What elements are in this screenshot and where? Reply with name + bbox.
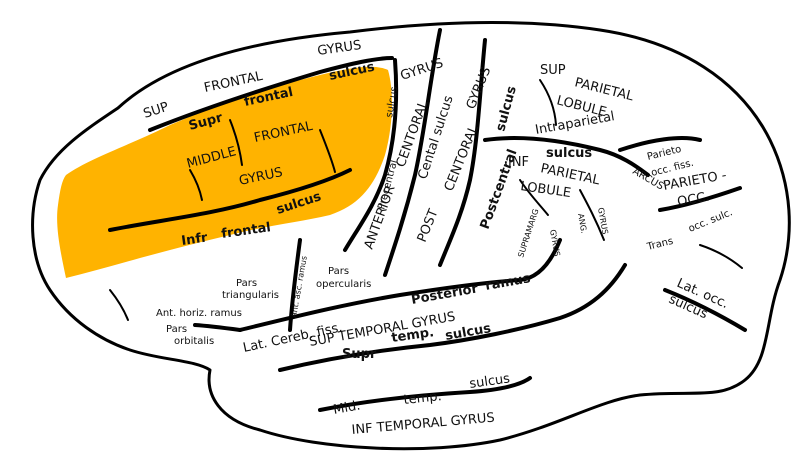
superior-frontal-sulcus-line [148, 56, 394, 132]
minor-groove [539, 79, 557, 126]
sup-frontal-gyrus-label-3: GYRUS [316, 38, 362, 59]
minor-groove [319, 129, 336, 173]
inf-frontal-sulcus-label-2: frontal [220, 220, 271, 242]
minor-groove [109, 289, 129, 321]
ang-gyrus-label-1: ANG. [576, 213, 588, 234]
minor-groove [579, 189, 605, 241]
mid-temp-sulcus-label-3: sulcus [468, 371, 511, 392]
parieto-occipital-fissure-line [618, 136, 702, 152]
inf-frontal-sulcus-label-1: Infr [180, 230, 209, 249]
lateral-occipital-sulcus-line [663, 288, 747, 332]
minor-groove [699, 244, 743, 269]
minor-groove [229, 119, 243, 166]
pars-opercularis-label-2: opercularis [316, 279, 371, 290]
ascending-ramus-line [288, 238, 302, 332]
intraparietal-sulcus-label-2: sulcus [546, 146, 592, 161]
sup-parietal-lobule-label-1: SUP [540, 63, 566, 78]
central-sulcus-line [383, 28, 442, 277]
sup-temp-sulcus-label-1: Supr [342, 347, 377, 362]
middle-temporal-sulcus-line [318, 376, 532, 412]
inf-parietal-lobule-label-1: INF [508, 155, 529, 170]
mid-temp-sulcus-label-1: Mid. [332, 398, 361, 417]
pars-orbitalis-label-2: orbitalis [174, 336, 214, 347]
pars-triangularis-label-1: Pars [236, 278, 257, 289]
transverse-occipital-sulcus-line [658, 186, 742, 212]
intraparietal-sulcus-line [483, 136, 650, 177]
lateral-cerebral-fissure-line [238, 238, 562, 332]
postcentral-sulcus-line [438, 38, 487, 267]
superior-temporal-sulcus-line [278, 263, 627, 372]
parieto-occ-label-2: OCC. [676, 190, 711, 210]
mid-temp-sulcus-label-2: temp. [403, 389, 443, 408]
inferior-frontal-sulcus-line [108, 168, 352, 232]
sup-temp-sulcus-label-2: temp. [390, 325, 434, 346]
minor-groove [189, 169, 203, 201]
pars-opercularis-label-1: Pars [328, 266, 349, 277]
horizontal-ramus-line [193, 323, 242, 332]
precentral-sulcus-label-2: sulcus [384, 86, 400, 119]
ant-horiz-ramus-label: Ant. horiz. ramus [156, 308, 242, 319]
pars-triangularis-label-2: triangularis [222, 290, 279, 301]
precentral-sulcus-line [343, 58, 399, 252]
pars-orbitalis-label-1: Pars [166, 324, 187, 335]
minor-groove [519, 179, 549, 216]
inf-parietal-lobule-label-3: LOBULE [519, 179, 571, 201]
